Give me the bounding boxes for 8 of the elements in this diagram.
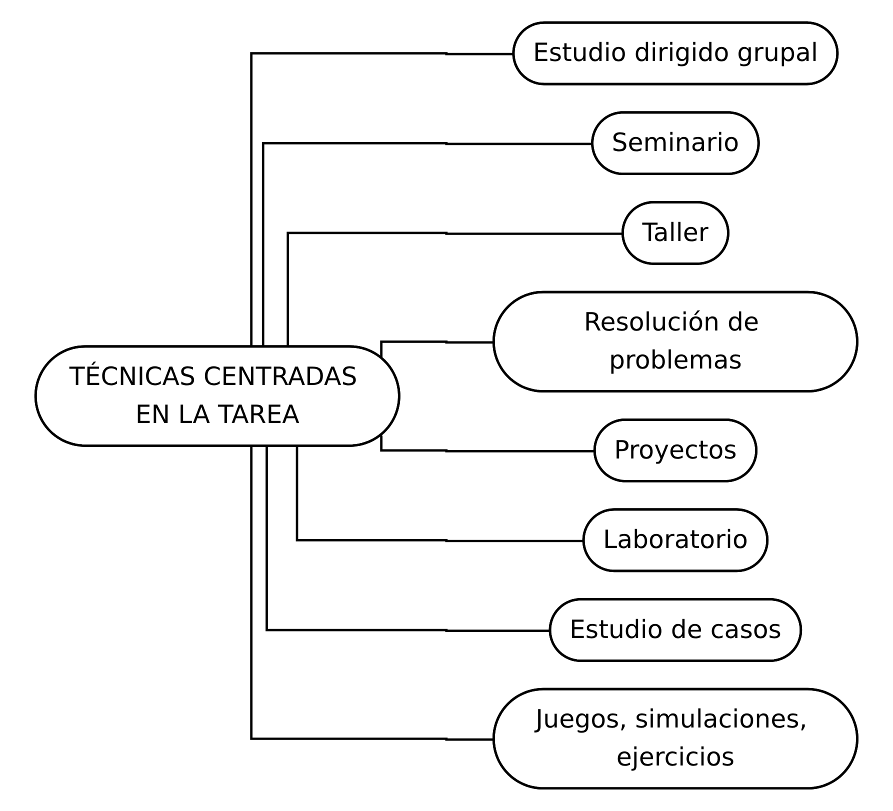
connector [262, 142, 594, 348]
connector [250, 446, 495, 741]
connector [380, 436, 596, 452]
connector [286, 232, 624, 348]
connector [296, 446, 584, 542]
connector [380, 340, 495, 358]
connector [250, 52, 514, 348]
connector [266, 446, 551, 632]
